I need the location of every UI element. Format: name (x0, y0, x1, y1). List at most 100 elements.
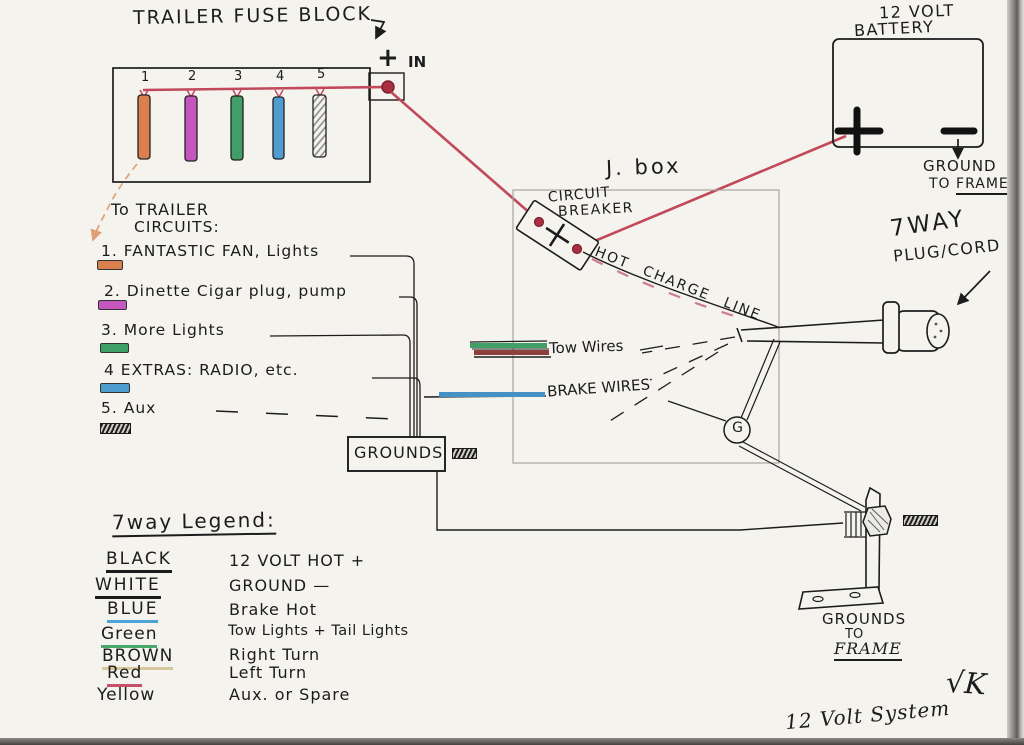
plus-in-sign: + (377, 43, 399, 73)
grounds-box (347, 436, 446, 472)
ground-node-label: G (732, 420, 743, 436)
legend-desc-white: GROUND — (229, 576, 331, 595)
tow-label-dash (639, 345, 664, 351)
ground-to-cord-double-line (740, 338, 781, 421)
fuse-block-box (112, 67, 371, 183)
wire-fuseblock-to-breaker (390, 91, 540, 222)
battery-ground-frame: FRAME (956, 176, 1009, 195)
battery-plus-terminal (834, 106, 884, 156)
swatch-circuit-4-blue (100, 383, 130, 393)
grounds-box-swatch (452, 448, 477, 459)
battery-box (832, 38, 984, 148)
bracket-plate (865, 486, 881, 598)
legend-desc-brown: Right Turn (229, 645, 321, 664)
circuits-header-line1: To TRAILER (111, 200, 209, 219)
swatch-circuit-1-orange (97, 260, 123, 270)
cord-lines (736, 319, 885, 344)
breaker-plus-symbol (545, 223, 570, 247)
fuse-5-spare (312, 94, 327, 158)
tow-wires-label: Tow Wires (548, 336, 624, 358)
circuit-4-wire (372, 377, 421, 437)
dashed-wire-mid (649, 343, 729, 381)
brake-wire-blue (439, 392, 545, 397)
dashed-wire-lower (601, 351, 719, 427)
tow-wire-brown (474, 350, 549, 355)
fuse-number-1: 1 (141, 70, 150, 85)
circuit-item-3: 3. More Lights (101, 321, 225, 339)
wire-breaker-to-battery (577, 134, 847, 250)
scan-edge-right (1007, 0, 1024, 745)
legend-title-text: 7way Legend: (111, 507, 276, 538)
tow-wire-outline-top (469, 340, 548, 343)
legend-name-white: WHITE (95, 575, 161, 599)
plug-label-arrow (956, 270, 991, 306)
swatch-circuit-2-magenta (98, 300, 127, 310)
plug-pin-3 (933, 335, 937, 339)
legend-desc-blue: Brake Hot (229, 600, 318, 619)
battery-label-line2: BATTERY (853, 16, 935, 41)
legend-name-black: BLACK (106, 549, 172, 573)
fuse-2-magenta (184, 95, 198, 162)
circuit-item-2: 2. Dinette Cigar plug, pump (104, 282, 347, 300)
breaker-terminal-in (533, 216, 545, 228)
fuse-number-4: 4 (276, 69, 285, 84)
bracket-label-line2: TO (845, 627, 864, 642)
fuse-1-orange (137, 94, 151, 160)
bracket-label-line1: GROUNDS (822, 610, 907, 628)
legend-desc-red: Left Turn (229, 663, 308, 682)
fuse1-to-circuits-arrow (90, 163, 138, 242)
legend-desc-yellow: Aux. or Spare (229, 685, 351, 704)
grounds-box-label: GROUNDS (354, 443, 444, 462)
hot-charge-line (582, 251, 779, 328)
bracket-hole-1 (812, 595, 824, 603)
fuse-number-2: 2 (188, 69, 197, 84)
plug-flange (882, 301, 900, 354)
plus-in-label: IN (408, 53, 427, 71)
hot-charge-line-red-dashes (591, 258, 749, 322)
circuit-item-4: 4 EXTRAS: RADIO, etc. (104, 361, 299, 379)
tow-wire-green (470, 343, 547, 348)
plug-face (926, 313, 950, 349)
fuse-3-green (230, 95, 244, 161)
legend-name-blue: BLUE (107, 599, 159, 623)
circuit-1-wire (350, 255, 415, 437)
grounds-to-frame-wire (436, 471, 844, 531)
circuit-2-wire (399, 296, 418, 437)
dashed-wire-tow (641, 336, 736, 354)
circuit-5-dashed-wire (215, 410, 395, 420)
legend-name-green: Green (101, 624, 158, 648)
bracket-label-line3: FRAME (834, 639, 902, 661)
battery-ground-label-line1: GROUND (923, 157, 997, 175)
plug-pin-2 (939, 329, 943, 333)
nut-hatching (867, 508, 889, 533)
ground-node-circle (723, 416, 751, 444)
circuits-header-line2: CIRCUITS: (134, 218, 220, 236)
jbox-label: J. box (605, 153, 682, 181)
fuse-number-5: 5 (317, 67, 326, 82)
author-initials: √K (944, 664, 988, 702)
bolt-swatch (903, 515, 938, 526)
legend-name-yellow: Yellow (97, 685, 156, 705)
plus-in-terminal-dot (381, 80, 395, 94)
bolt-threads (844, 511, 866, 538)
circuit-item-1: 1. FANTASTIC FAN, Lights (101, 242, 320, 260)
scan-edge-bottom (0, 738, 1024, 745)
jbox-outline (512, 189, 780, 464)
swatch-circuit-5-hatched (100, 423, 131, 434)
battery-ground-label-line2: TO FRAME (929, 176, 1009, 195)
fuse-number-3: 3 (234, 69, 243, 84)
swatch-circuit-3-green (100, 343, 129, 353)
breaker-terminal-out (571, 243, 583, 255)
legend-name-red: Red (107, 663, 143, 687)
fuse-4-blue (272, 96, 285, 160)
bracket-hole-2 (849, 591, 861, 599)
legend-name-brown: BROWN (102, 646, 174, 670)
brake-to-ground-line (667, 400, 727, 422)
circuit-3-wire (269, 334, 411, 437)
page-title: TRAILER FUSE BLOCK (132, 2, 373, 30)
battery-ground-to: TO (929, 176, 957, 192)
ground-to-bolt-double-line (738, 441, 866, 512)
circuit-item-5: 5. Aux (101, 399, 157, 417)
